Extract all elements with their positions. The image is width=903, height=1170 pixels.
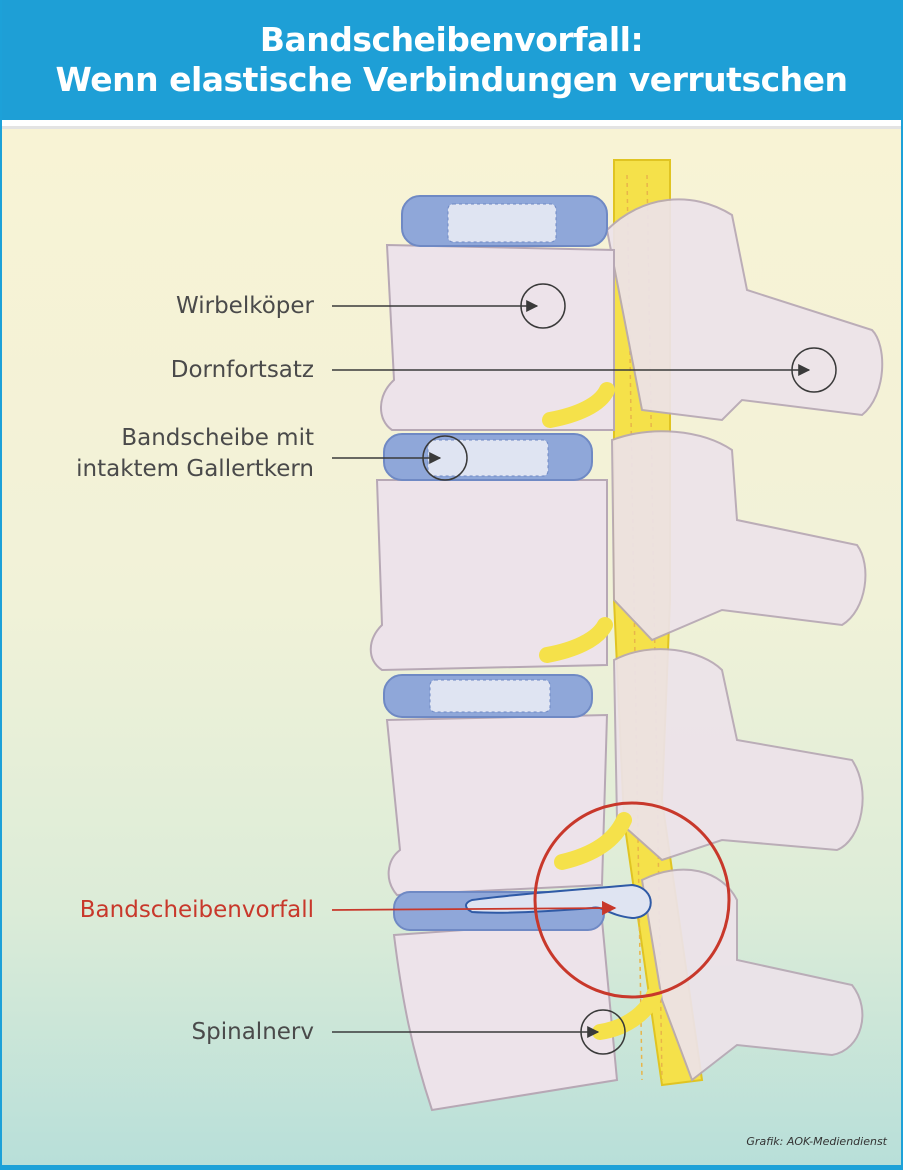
label-bandscheibenvorfall: Bandscheibenvorfall (42, 895, 314, 926)
label-bandscheibe: Bandscheibe mit intaktem Gallertkern (42, 423, 314, 485)
graphic-credit: Grafik: AOK-Mediendienst (746, 1135, 887, 1148)
label-wirbelkoerper: Wirbelköper (82, 291, 314, 322)
label-bandscheibe-line-1: Bandscheibe mit (42, 423, 314, 454)
label-dornfortsatz: Dornfortsatz (82, 355, 314, 386)
label-spinalnerv: Spinalnerv (82, 1017, 314, 1048)
label-bandscheibe-line-2: intaktem Gallertkern (42, 454, 314, 485)
